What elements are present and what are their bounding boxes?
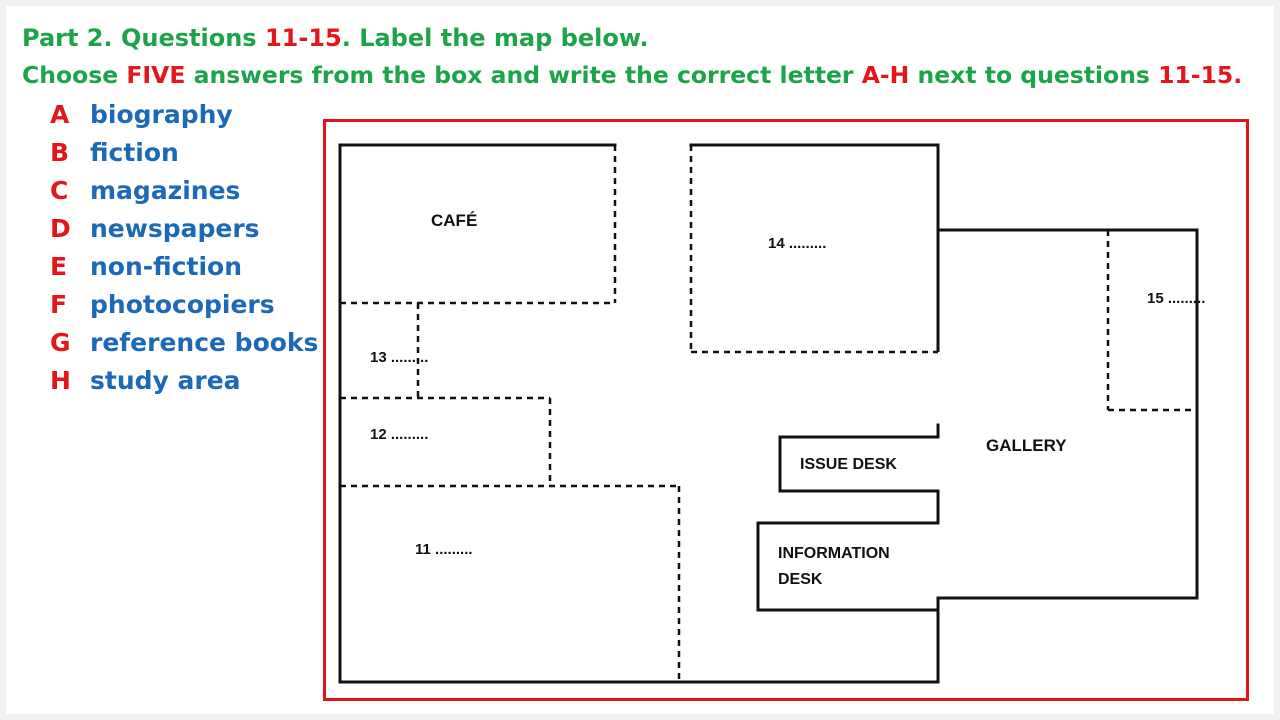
map-frame xyxy=(323,119,1249,701)
issue-desk-label: ISSUE DESK xyxy=(800,456,897,473)
question-14-label: 14 ......... xyxy=(768,235,826,252)
question-15-label: 15 ......... xyxy=(1147,290,1205,307)
question-12-label: 12 ......... xyxy=(370,426,428,443)
question-11-label: 11 ......... xyxy=(415,541,473,558)
issue-desk-outline xyxy=(778,423,940,525)
instruction-line-2: Choose FIVE answers from the box and wri… xyxy=(22,61,1243,89)
information-desk-label-line2: DESK xyxy=(778,571,823,588)
cafe-label: CAFÉ xyxy=(431,211,477,230)
question-13-label: 13 ......... xyxy=(370,349,428,366)
information-desk-label-line1: INFORMATION xyxy=(778,545,890,562)
gallery-label: GALLERY xyxy=(986,436,1067,455)
instruction-line-1: Part 2. Questions 11-15. Label the map b… xyxy=(22,24,649,52)
information-desk-outline xyxy=(756,521,940,612)
